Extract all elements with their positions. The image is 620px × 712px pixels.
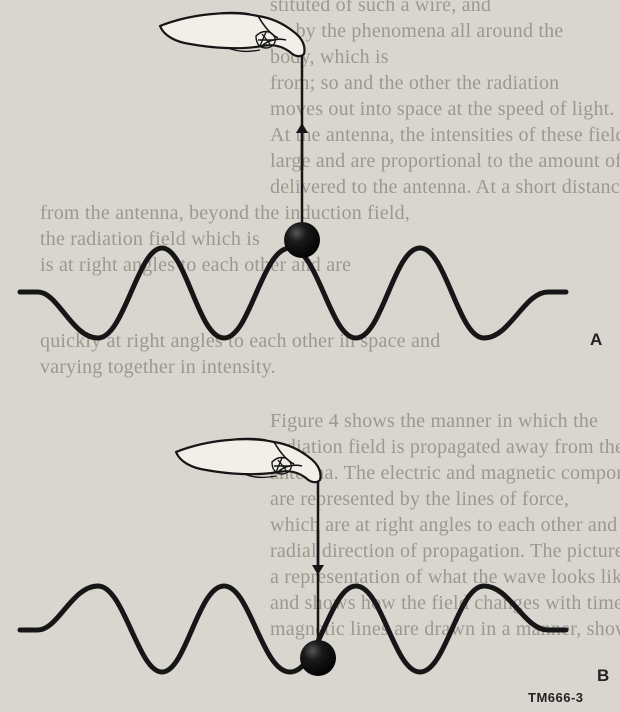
panel-a-ball [284,222,320,258]
panel-b [17,437,569,676]
panel-a-wave [17,245,569,341]
panel-a-hand-icon [158,11,306,58]
panel-a [17,11,569,341]
figure-caption: TM666-3 [528,690,584,705]
panel-a-label: A [590,330,603,349]
panel-b-hand-icon [174,437,322,484]
panel-b-wave [17,583,569,675]
panel-b-ball [300,640,336,676]
panel-b-label: B [597,666,610,685]
